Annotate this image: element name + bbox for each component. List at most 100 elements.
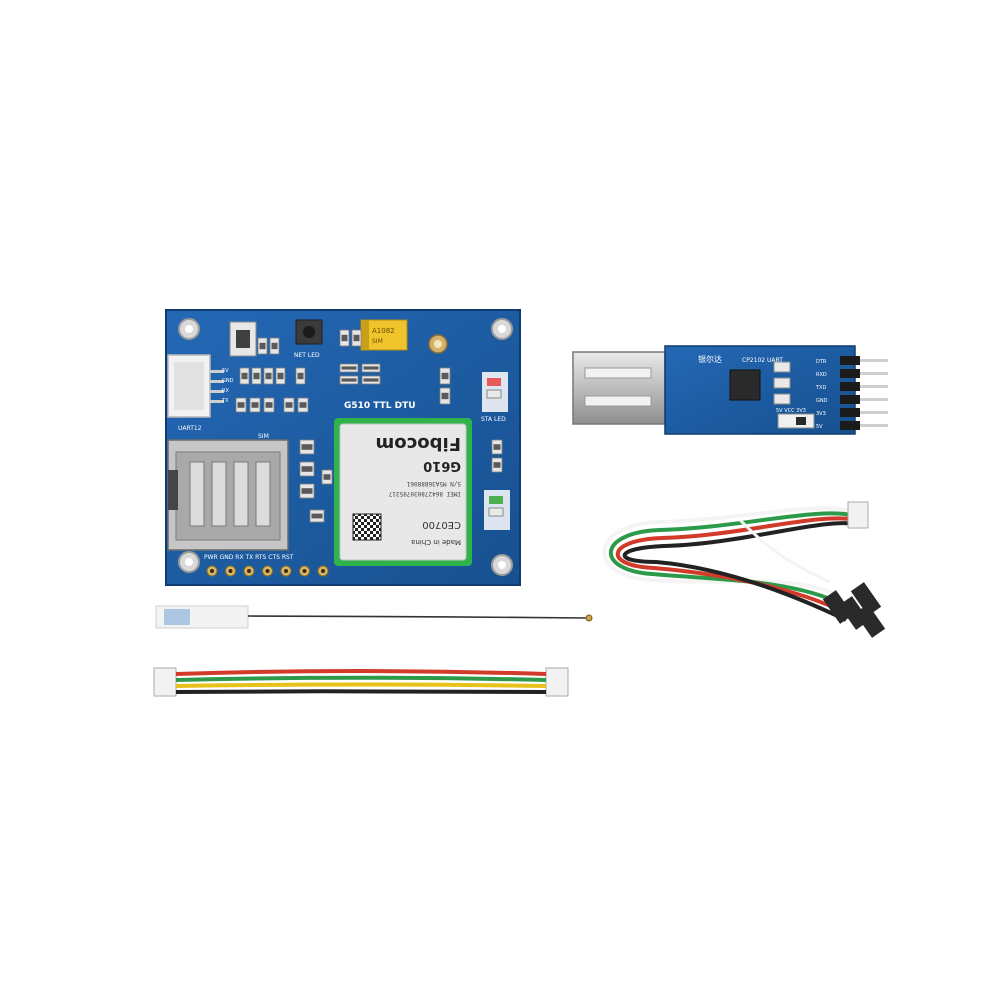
smd-part-body	[353, 334, 360, 342]
smd-part-body	[265, 372, 272, 380]
cable-jst-plug	[847, 501, 869, 529]
capacitor-sub-label: SIM	[372, 338, 383, 345]
fpc-antenna	[155, 605, 593, 629]
jst-cable	[153, 667, 569, 697]
resistor	[486, 389, 502, 399]
jst-plug-left	[153, 667, 177, 697]
smd-part-body	[253, 372, 260, 380]
capacitor-label: A1082	[372, 327, 395, 335]
smd-part-body	[493, 462, 501, 468]
usb-header-pin	[860, 372, 888, 375]
smd-part-body	[299, 402, 307, 408]
connector-pin-label: RX	[222, 388, 229, 394]
usb-header-block	[840, 382, 860, 391]
resistor	[488, 507, 504, 517]
antenna-ipex-plug	[585, 614, 593, 622]
usb-plug-slot	[584, 367, 652, 379]
sim-latch	[168, 470, 178, 510]
dupont-cable	[602, 501, 886, 638]
usb-header-pin	[860, 359, 888, 362]
net-led-area	[484, 490, 510, 530]
jst-pin	[210, 400, 224, 403]
dupont-connector	[822, 590, 854, 624]
module-cert: CE0700	[422, 519, 461, 530]
connector-label: UART12	[178, 425, 202, 432]
usb-bridge-chip	[729, 369, 761, 401]
usb-adapter: 银尔达 CP2102 UART 5V VCC 3V3 DTRRXDTXDGND3…	[572, 345, 888, 435]
smd-part-body	[297, 372, 304, 380]
usb-led	[773, 393, 791, 405]
mounting-hole-center	[185, 325, 193, 333]
wire-crossing	[738, 518, 831, 584]
usb-header-block	[840, 421, 860, 430]
smd-part-body	[271, 342, 278, 350]
module-model: G610	[423, 458, 461, 473]
board-title: G510 TTL DTU	[344, 401, 416, 411]
wire-green	[175, 675, 547, 682]
jst-plug-right	[545, 667, 569, 697]
status-led	[487, 378, 501, 386]
header-pad-hole	[210, 569, 214, 573]
ipex-center	[434, 340, 442, 348]
jst-pin	[210, 380, 224, 383]
header-pad-hole	[228, 569, 233, 573]
sim-contact	[233, 461, 249, 527]
smd-components	[235, 329, 503, 523]
mounting-hole-center	[185, 558, 193, 566]
smd-part-body	[363, 366, 379, 370]
header-pad-hole	[321, 569, 325, 573]
module-sn: S/N M5A36888061	[406, 480, 461, 487]
voltage-switch-knob	[796, 417, 806, 425]
connector-pin-label: TX	[221, 398, 229, 404]
dupont-connector	[854, 604, 886, 638]
usb-pin-label: 5V	[816, 424, 823, 430]
smd-part-body	[259, 342, 266, 350]
smd-part-body	[441, 392, 449, 400]
jst-pin	[210, 390, 224, 393]
wire-red	[615, 516, 856, 614]
mounting-hole-center	[498, 561, 506, 569]
usb-header-block	[840, 356, 860, 365]
sim-contact	[211, 461, 227, 527]
smd-part-body	[241, 372, 248, 380]
mounting-holes	[178, 318, 513, 576]
module-origin: Made in China	[411, 538, 461, 546]
ipex-antenna-connector	[428, 334, 448, 354]
smd-part-body	[441, 372, 449, 380]
usb-pin-label: TXD	[815, 385, 826, 391]
smd-part-body	[311, 513, 323, 519]
usb-led	[773, 361, 791, 373]
connector-pin-label: 5V	[222, 368, 229, 374]
header-pad-hole	[265, 569, 270, 573]
wire-black	[175, 689, 547, 694]
sim-card-holder: SIM	[167, 433, 289, 551]
network-led	[489, 496, 503, 504]
top-components: NET LED	[229, 319, 323, 359]
header-label: PWR GND RX TX RTS CTS RST	[204, 554, 294, 561]
sim-contact	[255, 461, 271, 527]
smd-part-body	[237, 402, 245, 408]
tantalum-capacitor: A1082 SIM	[360, 319, 408, 351]
antenna-label-mark	[164, 609, 190, 625]
usb-voltage-label: 5V VCC 3V3	[776, 408, 806, 414]
sim-contact	[189, 461, 205, 527]
usb-header-block	[840, 408, 860, 417]
dupont-connector	[850, 582, 882, 616]
usb-pin-label: DTR	[816, 359, 827, 365]
usb-pin-label: GND	[816, 398, 828, 404]
module-brand: Fibocom	[375, 433, 461, 454]
usb-header-pin	[860, 424, 888, 427]
jst-cavity	[174, 362, 204, 410]
sim-label: SIM	[258, 433, 269, 440]
smd-part-body	[265, 402, 273, 408]
header-pins	[206, 565, 329, 577]
net-led-label: NET LED	[294, 352, 320, 359]
capacitor-band	[361, 320, 369, 350]
usb-header-pin	[860, 411, 888, 414]
usb-plug-shell	[572, 351, 666, 425]
sta-led-label: STA LED	[481, 416, 506, 423]
module-imei: IMEI 864278030795317	[388, 490, 461, 497]
usb-plug-slot	[584, 395, 652, 407]
